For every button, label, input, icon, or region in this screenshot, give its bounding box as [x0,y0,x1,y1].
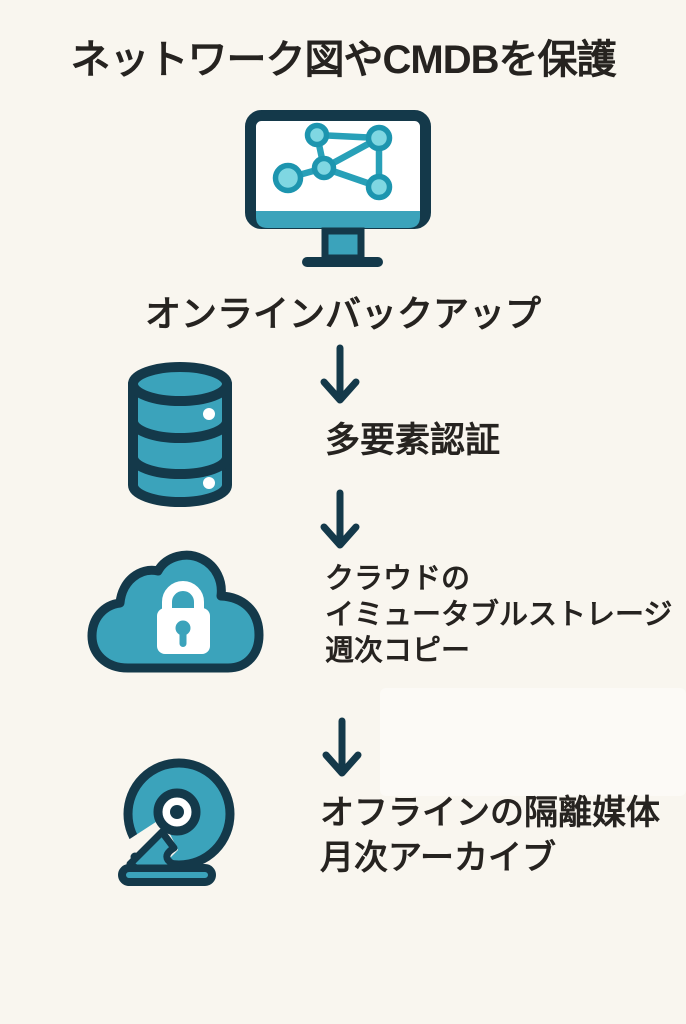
cloud-lock-icon [86,549,266,680]
step-line: オフラインの隔離媒体 [320,794,660,832]
arrow-down-icon [320,344,360,413]
step-label-mfa: 多要素認証 [325,421,500,461]
background-highlight [380,688,686,796]
step-line: イミュータブルストレージ [325,599,673,631]
step-line: 月次アーカイブ [320,839,556,877]
step-line: 多要素認証 [325,421,501,460]
step-label-offline-archive: オフラインの隔離媒体 月次アーカイブ [320,791,660,881]
step-line: 週次コピー [325,635,471,667]
arrow-down-icon [322,717,362,786]
disk-archive-icon [114,756,244,893]
arrow-down-icon [320,489,360,558]
source-label: オンラインバックアップ [144,293,541,334]
step-label-cloud-storage: クラウドの イミュータブルストレージ 週次コピー [325,561,672,669]
page-title: ネットワーク図やCMDBを保護 [70,38,617,82]
step-line: クラウドの [325,563,471,595]
monitor-network-icon [240,107,436,272]
database-icon [122,360,238,515]
